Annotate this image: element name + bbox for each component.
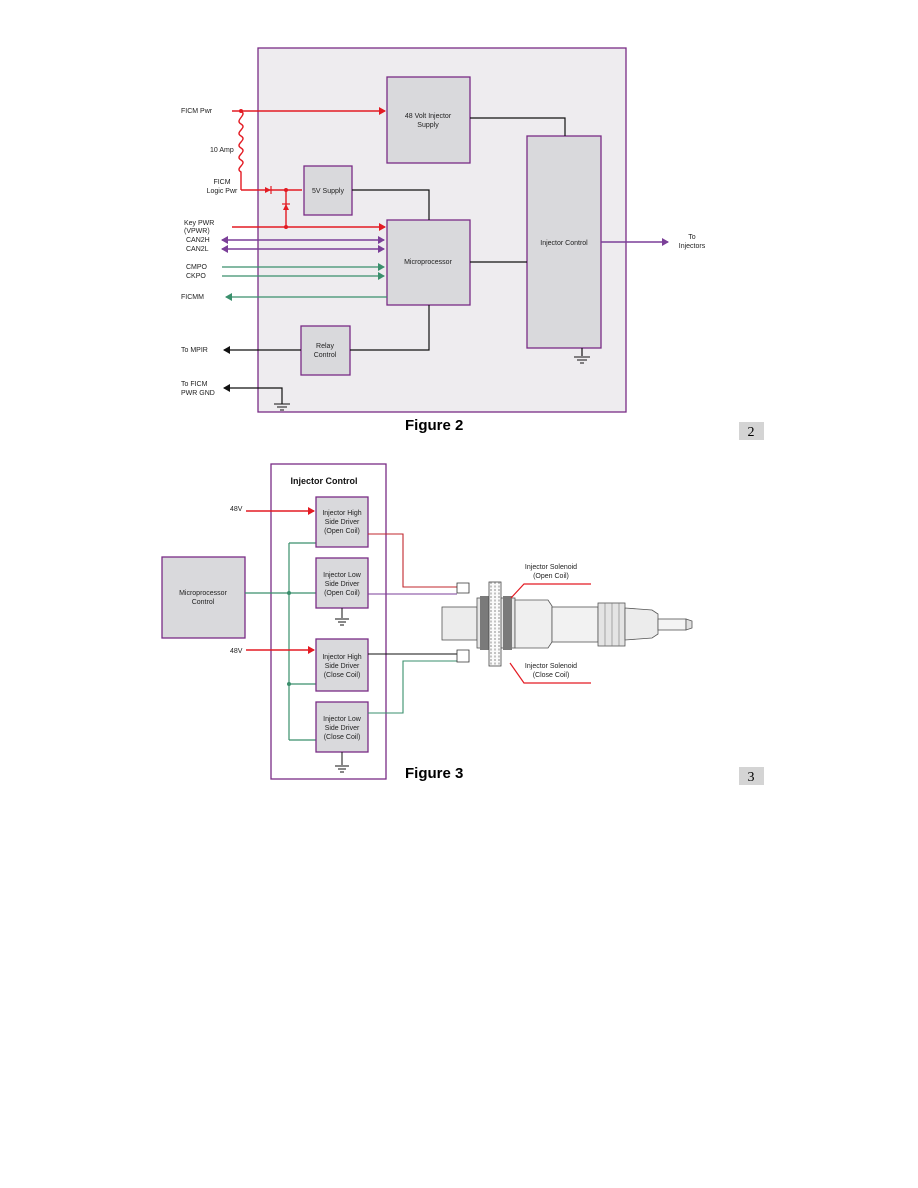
driver-high-open-l3: (Open Coil) [324,528,360,535]
ground-low-close [335,752,349,773]
label-to-ficm-gnd-1: To FICM [181,381,208,388]
label-to-injectors-2: Injectors [679,243,706,250]
page-badge-2: 2 [739,422,764,440]
relay-control-block: Relay Control [300,325,351,376]
output-wiring [223,346,301,404]
driver-low-open-l1: Injector Low [323,572,362,579]
ground-symbol-panel [274,403,290,411]
page-badge-2-text: 2 [748,425,755,440]
callout-open-coil-1: Injector Solenoid [525,564,577,571]
microprocessor-control-block: Microprocessor Control [161,556,246,639]
5v-supply-label: 5V Supply [312,188,344,195]
wire-high-open [368,533,457,588]
driver-high-open: Injector High Side Driver (Open Coil) [315,496,369,548]
label-to-injectors-1: To [688,234,696,241]
ground-symbol-injector-control [574,356,590,364]
wire-low-close [368,660,457,714]
label-ficm-logic-1: FICM [213,179,230,186]
callout-open-coil-leader [510,583,591,599]
driver-low-close-l1: Injector Low [323,716,362,723]
injector-control-block: Injector Control [526,135,602,349]
label-key-pwr-2: (VPWR) [184,228,210,235]
relay-control-label-2: Control [314,352,337,359]
driver-high-close-l1: Injector High [322,654,361,661]
internal-wiring [350,117,583,356]
figure-2-diagram: 48 Volt Injector Supply 5V Supply Microp… [181,47,764,440]
driver-high-open-l1: Injector High [322,510,361,517]
bus-node-1 [287,591,291,595]
driver-low-close-l3: (Close Coil) [324,734,361,741]
power-wiring [232,107,386,231]
junction-ficm-pwr [239,109,243,113]
label-ficm-logic-2: Logic Pwr [207,188,238,195]
injector-illustration [441,581,693,667]
micro-control-label-1: Microprocessor [179,590,228,597]
callout-open-coil-2: (Open Coil) [533,573,569,580]
label-ficm-pwr: FICM Pwr [181,108,213,115]
5v-supply-block: 5V Supply [303,165,353,216]
injector-supply-label-2: Supply [417,122,439,129]
figure-2-caption: Figure 2 [405,417,463,434]
signal-wiring [222,263,387,301]
label-ficmm: FICMM [181,294,204,301]
driver-high-close-l2: Side Driver [325,663,360,670]
relay-control-label-1: Relay [316,343,334,350]
callout-close-coil-1: Injector Solenoid [525,663,577,670]
diode-logic-pwr [265,186,272,194]
driver-low-open: Injector Low Side Driver (Open Coil) [315,557,369,609]
driver-low-close-l2: Side Driver [325,725,360,732]
junction-key-pwr [284,225,288,229]
page-badge-3: 3 [739,767,764,785]
label-can2l: CAN2L [186,246,209,253]
driver-low-open-l2: Side Driver [325,581,360,588]
label-can2h: CAN2H [186,237,210,244]
driver-high-close: Injector High Side Driver (Close Coil) [315,638,369,692]
control-bus [245,542,316,741]
junction-logic-pwr [284,188,288,192]
micro-control-label-2: Control [192,599,215,606]
diode-key-pwr [282,203,290,210]
label-48v-bottom: 48V [230,648,243,655]
callout-close-coil-leader [509,662,591,684]
injector-control-title: Injector Control [291,476,358,486]
48v-inputs [246,507,315,654]
page-badge-3-text: 3 [748,770,755,785]
driver-high-close-l3: (Close Coil) [324,672,361,679]
ground-low-open [335,608,349,626]
label-fuse: 10 Amp [210,147,234,154]
driver-low-close: Injector Low Side Driver (Close Coil) [315,701,369,753]
driver-low-open-l3: (Open Coil) [324,590,360,597]
label-key-pwr-1: Key PWR [184,220,214,227]
injector-control-frame [270,463,387,780]
injector-supply-label-1: 48 Volt Injector [405,113,452,120]
injector-supply-block: 48 Volt Injector Supply [386,76,471,164]
driver-high-open-l2: Side Driver [325,519,360,526]
label-cmpo: CMPO [186,264,208,271]
microprocessor-block: Microprocessor [386,219,471,306]
label-ckpo: CKPO [186,273,206,280]
microprocessor-label: Microprocessor [404,259,453,266]
figure-3-caption: Figure 3 [405,765,463,782]
bus-node-2 [287,682,291,686]
injector-control-label: Injector Control [540,240,588,247]
callout-close-coil-2: (Close Coil) [533,672,570,679]
label-48v-top: 48V [230,506,243,513]
label-to-mpir: To MPIR [181,347,208,354]
label-to-ficm-gnd-2: PWR GND [181,390,215,397]
can-wiring [221,236,669,253]
